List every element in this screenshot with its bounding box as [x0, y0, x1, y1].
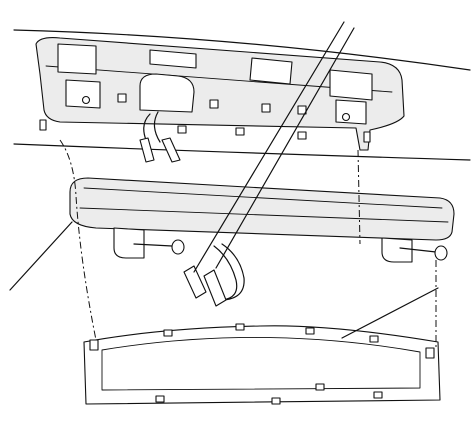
bolt-right-shank: [399, 247, 437, 253]
bolt-left-shank: [133, 243, 173, 247]
gasket-clip-8: [373, 391, 383, 399]
lower-bulb-socket-assembly: [183, 243, 245, 307]
bracket-notch-6: [235, 127, 245, 136]
bracket-bolt-hole-right: [341, 112, 351, 122]
leader-lines: [9, 21, 439, 339]
brake-light-housing: [69, 177, 455, 263]
gasket-clip-2: [235, 323, 245, 331]
gasket-tab-left: [89, 339, 99, 351]
housing-upper-rib: [83, 187, 443, 209]
lens-gasket-plate: [83, 323, 441, 405]
bracket-notch-2: [209, 99, 219, 109]
bracket-notch-7: [297, 131, 307, 140]
lower-socket-right: [203, 269, 227, 307]
gasket-clip-6: [271, 397, 281, 405]
gasket-tab-right: [425, 347, 435, 359]
leader-socket-1: [193, 21, 345, 273]
mounting-bolt-left: [133, 239, 185, 255]
gasket-clip-5: [155, 395, 165, 403]
mounting-bracket: [35, 37, 405, 151]
bolt-left-head: [171, 239, 185, 255]
alignment-line-right: [357, 149, 437, 350]
mounting-bolt-right: [399, 245, 448, 261]
upper-socket-wire: [143, 111, 161, 143]
leader-housing: [9, 221, 73, 291]
alignment-line-left: [59, 139, 97, 341]
upper-socket-left: [139, 137, 155, 163]
bracket-tab-center: [149, 49, 197, 69]
trim-top-edge: [13, 29, 471, 71]
housing-lower-rib: [79, 207, 449, 223]
upper-bulb-socket-assembly: [139, 111, 181, 163]
bracket-clip-left: [39, 119, 47, 131]
housing-foot-left: [113, 227, 145, 259]
trim-lower-edge: [13, 143, 471, 161]
bracket-notch-3: [261, 103, 271, 113]
bracket-clip-right: [363, 131, 371, 143]
bracket-notch-1: [117, 93, 127, 103]
bracket-bolt-hole-left: [81, 95, 91, 105]
lower-socket-left: [183, 265, 207, 299]
lower-socket-wire: [213, 243, 245, 301]
bracket-tab-right: [329, 69, 373, 101]
bracket-tab-left: [57, 43, 97, 75]
upper-socket-right: [161, 137, 181, 163]
bracket-center-socket: [139, 73, 195, 113]
gasket-clip-4: [369, 335, 379, 343]
bracket-pocket-left: [65, 79, 101, 109]
bracket-notch-5: [177, 125, 187, 134]
housing-body: [69, 177, 455, 241]
alignment-lines: [59, 139, 437, 350]
bracket-pocket-right: [335, 99, 367, 125]
rear-shelf-trim-panel: [13, 29, 471, 161]
leader-gasket: [341, 287, 439, 339]
gasket-clip-3: [305, 327, 315, 335]
gasket-clip-7: [315, 383, 325, 391]
bracket-tab-center-right: [249, 57, 293, 85]
bracket-body: [35, 37, 405, 151]
leader-socket-2: [215, 27, 355, 269]
housing-foot-right: [381, 237, 413, 263]
bolt-right-head: [434, 245, 448, 261]
gasket-clip-1: [163, 329, 173, 337]
gasket-outer: [83, 325, 441, 405]
bracket-notch-4: [297, 105, 307, 115]
gasket-inner-window: [101, 337, 421, 391]
